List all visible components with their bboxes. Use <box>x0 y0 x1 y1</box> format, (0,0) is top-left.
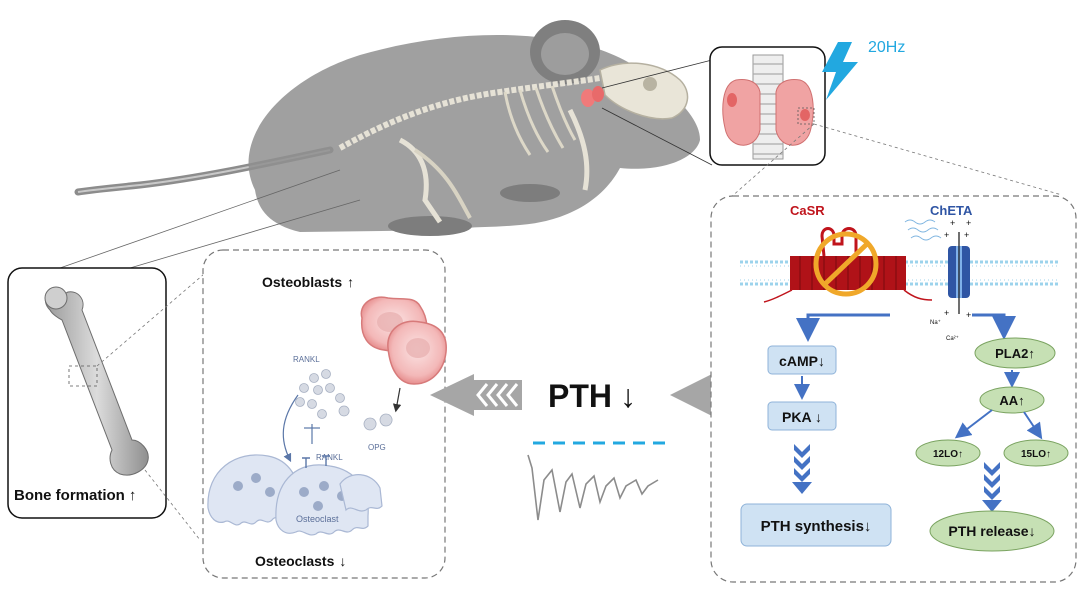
svg-text:Osteoclasts↓: Osteoclasts↓ <box>255 553 346 569</box>
aa-to-12lo-arrow <box>954 409 993 439</box>
osteoclasts-arrow: ↓ <box>339 553 346 569</box>
zoom-line <box>129 199 361 269</box>
svg-text:Bone formation↑: Bone formation↑ <box>14 487 136 504</box>
pla2-label: PLA2↑ <box>995 346 1035 361</box>
pka-box <box>767 401 837 431</box>
svg-text:+: + <box>944 308 949 318</box>
parathyroid-panel <box>709 46 826 166</box>
zoom-line <box>601 59 713 89</box>
casr-label: CaSR <box>790 203 825 218</box>
casr-branch-arrow <box>796 313 890 342</box>
osteoblast-cells <box>360 296 447 385</box>
femur-icon <box>44 286 149 476</box>
bone-panel: Bone formation↑ <box>7 267 167 519</box>
zoom-line <box>813 123 1063 196</box>
opg-molecules <box>338 405 393 431</box>
osteoblasts-arrow: ↑ <box>347 274 354 290</box>
pth-synthesis-box <box>740 503 892 547</box>
aa-label: AA↑ <box>999 393 1024 408</box>
na-ion-label: Na⁺ <box>930 319 941 326</box>
camp-box <box>767 345 837 375</box>
opg-label: OPG <box>368 443 386 452</box>
15lo-node <box>1003 439 1069 467</box>
inhibition-symbol-icon <box>813 231 879 297</box>
svg-text:Osteoblasts↑: Osteoblasts ↑ <box>262 274 354 290</box>
pka-label: PKA ↓ <box>782 409 822 425</box>
signaling-panel: CaSR ChETA <box>710 195 1077 583</box>
12lo-label: 12LO↑ <box>933 449 963 460</box>
rankl-particles <box>295 369 345 419</box>
bone-cell-panel: Osteoblasts ↑ RANKL OPG RANKL <box>202 249 447 579</box>
pth-center-arrow: ↓ <box>620 378 636 414</box>
light-wave-icon <box>904 219 942 241</box>
pth-trace <box>527 454 659 521</box>
rankl-label: RANKL <box>316 453 343 462</box>
chevron-down-arrow-icon <box>792 444 812 494</box>
bone-formation-label: Bone formation <box>14 487 125 504</box>
camp-label: cAMP↓ <box>779 353 825 369</box>
aa-node <box>979 386 1045 414</box>
pth-center-label: PTH <box>548 378 612 414</box>
svg-text:+: + <box>944 230 949 240</box>
osteoclast-cell-label: Osteoclast <box>296 514 339 524</box>
pth-release-node <box>929 510 1055 552</box>
15lo-label: 15LO↑ <box>1021 449 1051 460</box>
osteoclast-cells <box>207 454 383 536</box>
cheta-branch-arrow <box>972 313 1016 340</box>
svg-text:+: + <box>964 230 969 240</box>
zoom-line <box>144 469 201 541</box>
zoom-line <box>59 169 341 269</box>
pla2-node <box>974 337 1056 369</box>
svg-text:+: + <box>950 218 955 228</box>
rankl-label: RANKL <box>293 355 320 364</box>
osteoblast-to-opg-arrow <box>392 387 402 413</box>
ca-ion-label: Ca²⁺ <box>946 335 959 342</box>
zoom-line <box>721 123 815 206</box>
stimulus-frequency: 20Hz <box>868 39 905 56</box>
osteoclasts-label: Osteoclasts <box>255 553 335 569</box>
pth-synthesis-label: PTH synthesis↓ <box>761 518 872 535</box>
svg-text:+: + <box>966 310 971 320</box>
cheta-label: ChETA <box>930 203 973 218</box>
lightning-bolt-icon <box>822 42 858 100</box>
osteoblasts-label: Osteoblasts <box>262 274 342 290</box>
pth-release-label: PTH release↓ <box>948 523 1035 539</box>
mouse-illustration <box>74 20 700 236</box>
cheta-channel: ++ ++ ++ <box>944 218 971 320</box>
zoom-line <box>601 107 713 166</box>
12lo-node <box>915 439 981 467</box>
svg-text:PTH↓: PTH↓ <box>548 378 636 414</box>
bone-formation-arrow: ↑ <box>129 487 137 504</box>
aa-to-15lo-arrow <box>1023 411 1043 440</box>
rankl-activation-arrow <box>282 394 299 463</box>
chevron-down-arrow-icon <box>982 462 1002 512</box>
white-chevron-marks <box>476 383 519 407</box>
svg-text:+: + <box>966 218 971 228</box>
